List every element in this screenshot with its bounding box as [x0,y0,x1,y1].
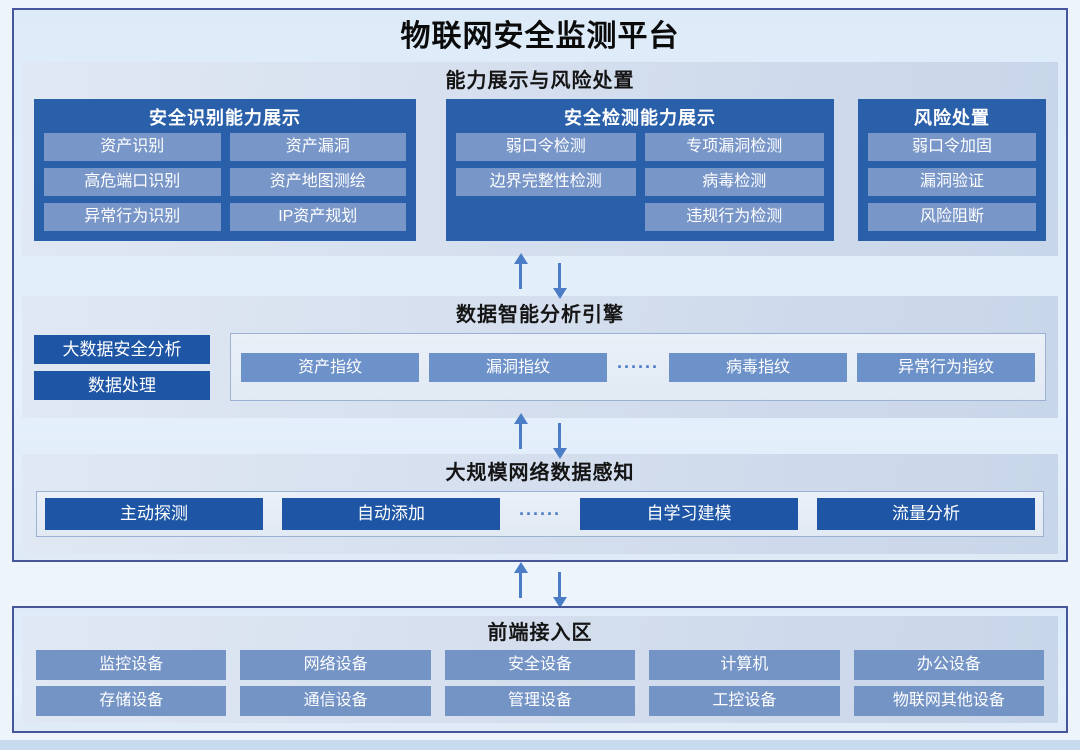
capability-item: 资产地图测绘 [229,168,406,196]
capability-item: 资产漏洞 [229,133,406,161]
group-columns: 弱口令加固 漏洞验证 风险阻断 [868,133,1036,231]
analysis-panel: 数据智能分析引擎 大数据安全分析 数据处理 资产指纹 漏洞指纹 ······ 病… [22,296,1058,418]
capability-item: 漏洞验证 [868,168,1036,196]
analysis-row: 大数据安全分析 数据处理 资产指纹 漏洞指纹 ······ 病毒指纹 异常行为指… [22,333,1058,401]
capability-item: 风险阻断 [868,203,1036,231]
arrow-up-icon [519,263,522,289]
arrow-down-icon [558,263,561,289]
flow-arrows-3 [0,564,1080,606]
group-title: 安全检测能力展示 [564,108,716,128]
analysis-side-item: 大数据安全分析 [34,334,210,364]
analysis-side-column: 大数据安全分析 数据处理 [34,333,210,401]
page-title: 物联网安全监测平台 [400,20,680,53]
capability-item: 病毒检测 [644,168,824,196]
analysis-title: 数据智能分析引擎 [456,304,624,326]
fingerprint-item: 病毒指纹 [668,352,847,382]
group-column: 资产识别 高危端口识别 异常行为识别 [44,133,221,231]
perception-item: 主动探测 [45,498,263,530]
device-row: 存储设备 通信设备 管理设备 工控设备 物联网其他设备 [22,686,1058,716]
group-risk-dispose: 风险处置 弱口令加固 漏洞验证 风险阻断 [858,99,1046,241]
perception-item: 自学习建模 [579,498,798,530]
frontend-box: 前端接入区 监控设备 网络设备 安全设备 计算机 办公设备 存储设备 通信设备 … [12,606,1068,733]
device-item: 通信设备 [240,686,431,716]
platform-box: 物联网安全监测平台 能力展示与风险处置 安全识别能力展示 资产识别 高危端口识别… [12,8,1068,562]
ellipsis: ······ [519,503,561,524]
flow-arrows-2 [14,418,1066,454]
arrow-up-icon [519,423,522,449]
arrow-down-icon [558,572,561,598]
capability-groups: 安全识别能力展示 资产识别 高危端口识别 异常行为识别 资产漏洞 资产地图测绘 … [22,99,1058,241]
device-item: 办公设备 [853,650,1045,680]
device-item: 计算机 [649,650,840,680]
capability-item: 专项漏洞检测 [644,133,824,161]
device-item: 监控设备 [36,650,227,680]
perception-container: 主动探测 自动添加 ······ 自学习建模 流量分析 [36,491,1044,537]
device-item: 物联网其他设备 [853,686,1045,716]
arrow-up-icon [519,572,522,598]
capability-item: 弱口令加固 [868,133,1036,161]
fingerprint-item: 异常行为指纹 [856,352,1035,382]
group-security-identify: 安全识别能力展示 资产识别 高危端口识别 异常行为识别 资产漏洞 资产地图测绘 … [34,99,416,241]
group-column: 弱口令检测 边界完整性检测 [456,133,636,231]
group-column: 资产漏洞 资产地图测绘 IP资产规划 [229,133,406,231]
group-title: 安全识别能力展示 [149,108,301,128]
capability-item: 高危端口识别 [44,168,221,196]
group-security-detect: 安全检测能力展示 弱口令检测 边界完整性检测 专项漏洞检测 病毒检测 违规行为检… [446,99,834,241]
analysis-side-item: 数据处理 [34,370,210,400]
device-row: 监控设备 网络设备 安全设备 计算机 办公设备 [22,650,1058,680]
arrow-down-icon [558,423,561,449]
perception-item: 自动添加 [282,498,500,530]
capability-item: 边界完整性检测 [456,168,636,196]
perception-panel: 大规模网络数据感知 主动探测 自动添加 ······ 自学习建模 流量分析 [22,454,1058,554]
frontend-title: 前端接入区 [487,622,593,644]
flow-arrows-1 [14,256,1066,296]
capability-item: 资产识别 [44,133,221,161]
group-columns: 资产识别 高危端口识别 异常行为识别 资产漏洞 资产地图测绘 IP资产规划 [44,133,406,231]
bottom-strip [0,740,1080,750]
group-title: 风险处置 [914,108,990,128]
perception-title: 大规模网络数据感知 [445,462,635,484]
group-column: 弱口令加固 漏洞验证 风险阻断 [868,133,1036,231]
device-item: 工控设备 [649,686,840,716]
ellipsis: ······ [617,356,659,377]
group-columns: 弱口令检测 边界完整性检测 专项漏洞检测 病毒检测 违规行为检测 [456,133,824,231]
fingerprint-item: 资产指纹 [241,352,419,382]
capability-panel: 能力展示与风险处置 安全识别能力展示 资产识别 高危端口识别 异常行为识别 资产… [22,62,1058,256]
capability-item: 弱口令检测 [456,133,636,161]
capability-title: 能力展示与风险处置 [445,70,635,92]
capability-item: 异常行为识别 [44,203,221,231]
perception-item: 流量分析 [816,498,1035,530]
fingerprint-container: 资产指纹 漏洞指纹 ······ 病毒指纹 异常行为指纹 [230,333,1046,401]
capability-item: IP资产规划 [229,203,406,231]
device-item: 安全设备 [444,650,636,680]
frontend-panel: 前端接入区 监控设备 网络设备 安全设备 计算机 办公设备 存储设备 通信设备 … [22,616,1058,723]
capability-item: 违规行为检测 [644,203,824,231]
device-item: 网络设备 [240,650,431,680]
device-item: 管理设备 [444,686,636,716]
fingerprint-item: 漏洞指纹 [429,352,607,382]
device-item: 存储设备 [36,686,227,716]
group-column: 专项漏洞检测 病毒检测 违规行为检测 [644,133,824,231]
